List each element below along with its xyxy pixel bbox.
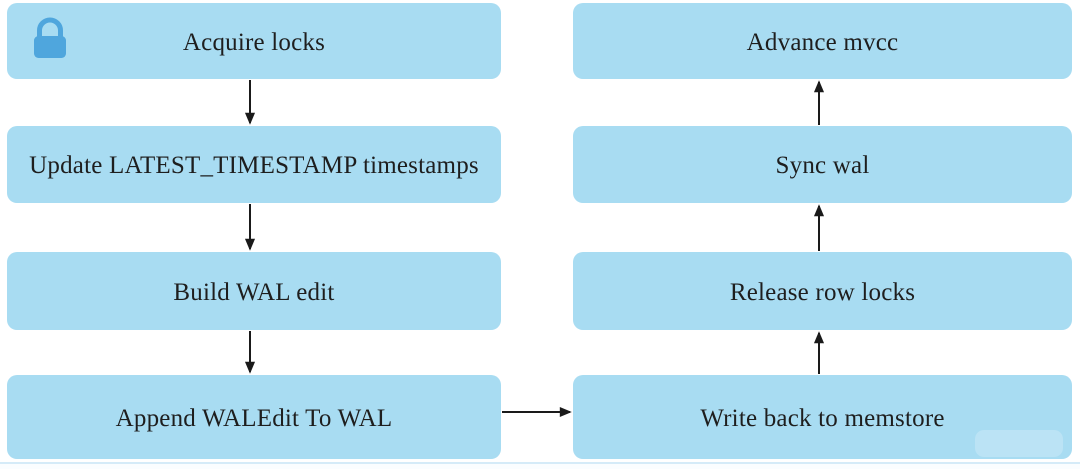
node-update-timestamps: Update LATEST_TIMESTAMP timestamps [7, 126, 501, 203]
node-build-wal-edit: Build WAL edit [7, 252, 501, 330]
node-write-back-to-memstore: Write back to memstore [573, 375, 1072, 459]
node-append-waledit-to-wal: Append WALEdit To WAL [7, 375, 501, 459]
corner-highlight [975, 430, 1063, 457]
node-label: Release row locks [729, 278, 916, 306]
node-label: Append WALEdit To WAL [115, 404, 393, 432]
lock-icon [31, 16, 69, 60]
node-label: Write back to memstore [700, 404, 945, 432]
node-label: Advance mvcc [746, 28, 899, 56]
bottom-divider [0, 462, 1080, 464]
node-label: Build WAL edit [173, 278, 335, 306]
node-advance-mvcc: Advance mvcc [573, 3, 1072, 79]
bottom-strip [0, 464, 1080, 469]
node-label: Sync wal [775, 152, 870, 179]
node-release-row-locks: Release row locks [573, 252, 1072, 330]
node-label: Update LATEST_TIMESTAMP timestamps [29, 152, 479, 179]
node-acquire-locks: Acquire locks [7, 3, 501, 79]
node-label: Acquire locks [182, 28, 326, 56]
node-sync-wal: Sync wal [573, 126, 1072, 203]
